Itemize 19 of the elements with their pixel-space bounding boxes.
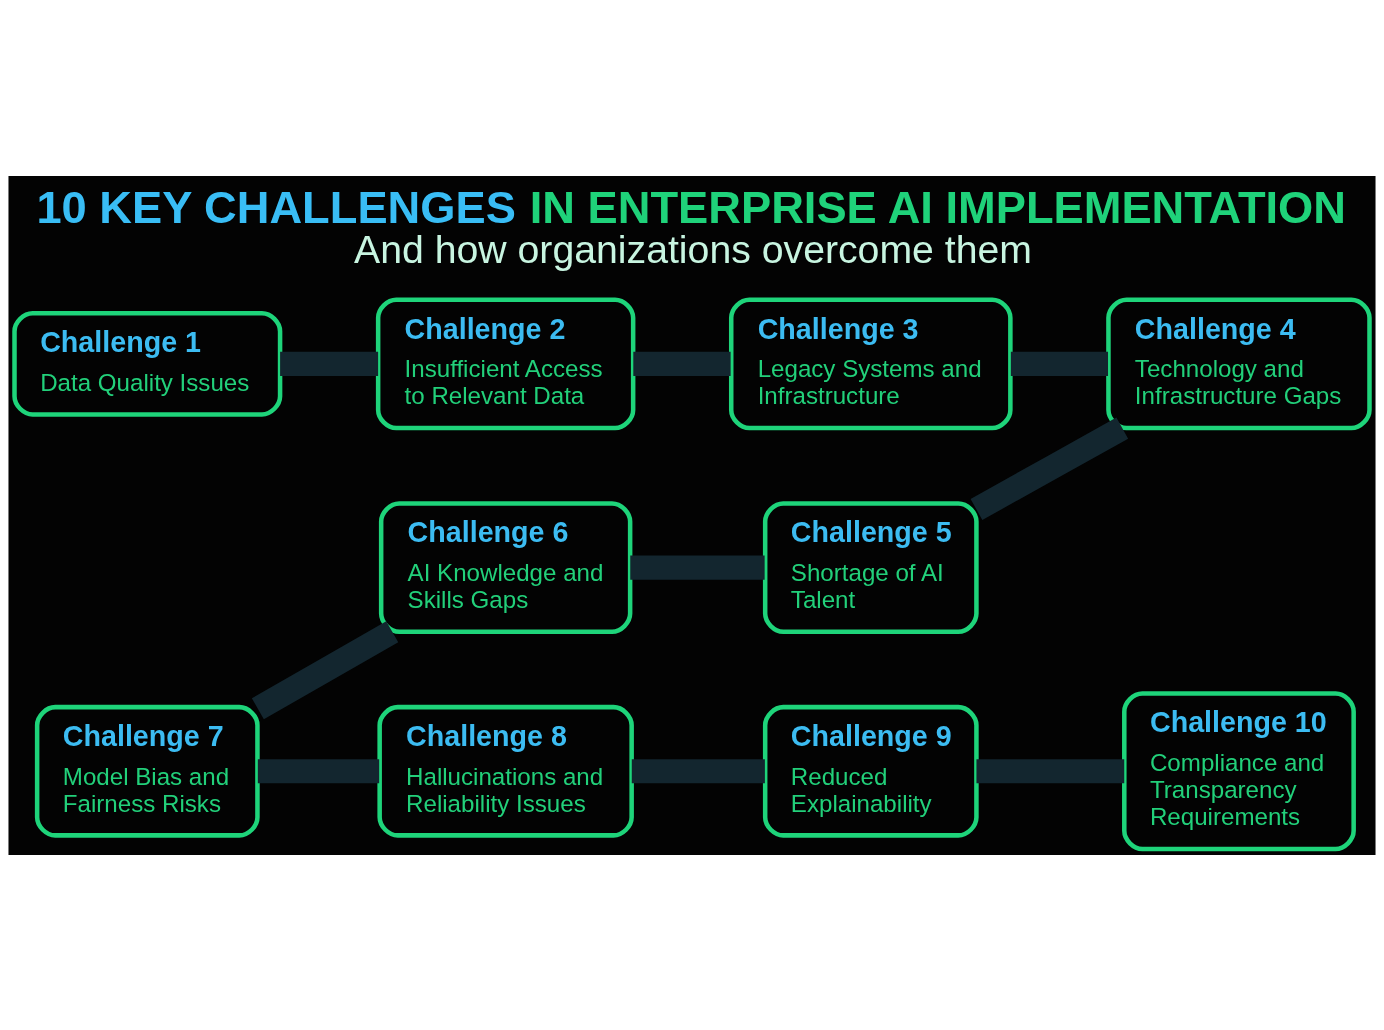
- connector: [631, 758, 765, 783]
- node-box: Challenge 8 Hallucinations and Reliability Issues: [377, 704, 634, 838]
- node-box: Challenge 6 AI Knowledge and Skills Gaps: [378, 500, 633, 634]
- connector: [976, 758, 1125, 783]
- connector: [257, 758, 380, 783]
- node-box: Challenge 4 Technology and Infrastructure Gaps: [1106, 296, 1372, 430]
- connector: [1010, 351, 1108, 376]
- connector: [280, 351, 379, 376]
- node-box: Challenge 7 Model Bias and Fairness Risks: [34, 704, 260, 838]
- node-box: Challenge 2 Insufficient Access to Relevant Data: [375, 296, 636, 430]
- connector: [251, 620, 399, 719]
- connector: [630, 555, 765, 580]
- node-box: Challenge 9 Reduced Explainability: [762, 704, 979, 838]
- node-box: Challenge 10 Compliance and Transparency Requirements: [1122, 690, 1356, 851]
- node-box: Challenge 3 Legacy Systems and Infrastructure: [728, 296, 1013, 430]
- connector: [970, 417, 1129, 520]
- node-box: Challenge 5 Shortage of AI Talent: [762, 500, 979, 634]
- connector: [633, 351, 731, 376]
- node-box: Challenge 1 Data Quality Issues: [12, 310, 283, 417]
